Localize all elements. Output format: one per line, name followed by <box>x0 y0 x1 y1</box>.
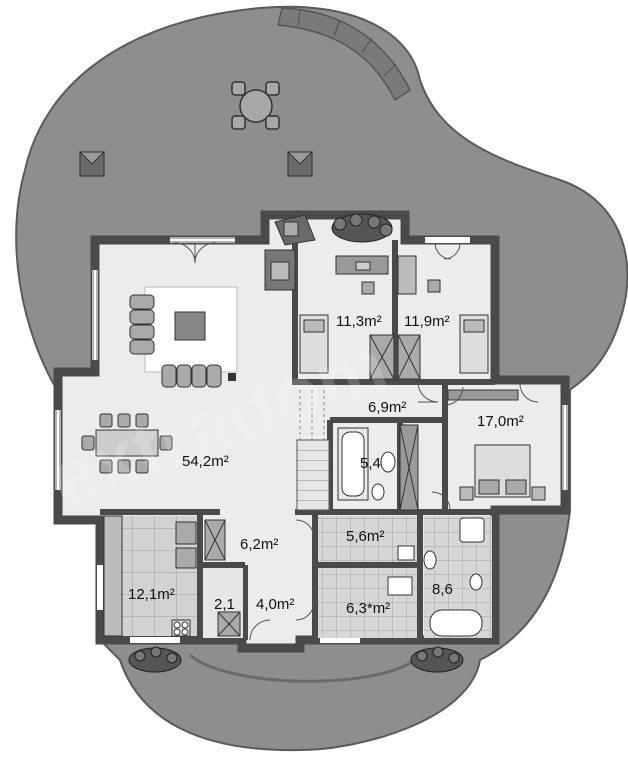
room-label-wc-small: 5,4 <box>360 455 381 472</box>
room-label-living: 54,2m² <box>182 453 229 470</box>
room-label-bedroom: 17,0m² <box>477 413 524 430</box>
lower-terrace-edge <box>189 653 422 683</box>
bed-icon <box>447 389 546 501</box>
room-label-pantry: 2,1 <box>214 596 235 613</box>
room-label-vestibule: 4,0m² <box>256 596 294 613</box>
outer-walls <box>53 210 570 653</box>
windows <box>55 237 568 643</box>
sofa-set-icon <box>129 286 238 388</box>
room-label-boiler: 6,3*m² <box>346 600 390 617</box>
room-label-hall: 6,2m² <box>240 536 278 553</box>
room-label-kitchen: 12,1m² <box>128 586 175 603</box>
room-label-room-a: 11,3m² <box>336 313 382 330</box>
dining-table-icon <box>81 413 173 474</box>
terrace-pillar-icon <box>78 151 314 177</box>
room-label-utility: 5,6m² <box>346 528 384 545</box>
plant-icon <box>128 213 464 673</box>
room-labels: 54,2m² 11,3m² 11,9m² 6,9m² 17,0m² 5,4 6,… <box>128 313 524 617</box>
room-label-bathroom: 8,6 <box>432 581 453 598</box>
bathroom-fixtures-icon <box>423 517 485 637</box>
outdoor-table-icon <box>231 81 280 130</box>
fireplace-icon <box>264 214 316 291</box>
room-label-room-b: 11,9m² <box>404 313 450 330</box>
doors <box>174 242 539 641</box>
wc-fixtures-icon <box>337 424 419 511</box>
room-label-hall-upper: 6,9m² <box>368 399 406 416</box>
pergola-band <box>277 7 411 102</box>
kitchen-fixtures-icon <box>103 515 197 637</box>
desk-icon <box>299 255 489 380</box>
stairs-icon <box>296 390 330 511</box>
